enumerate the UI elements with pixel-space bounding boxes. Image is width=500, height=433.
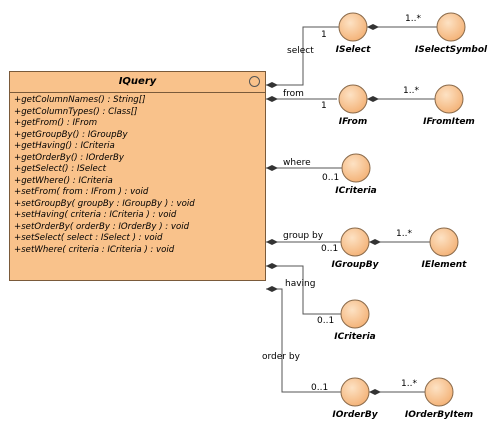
iselect-interface-icon[interactable]	[338, 12, 368, 42]
method-get-having: +getHaving() : ICriteria	[14, 141, 115, 151]
interface-marker-icon	[249, 76, 260, 87]
element-multiplicity: 1..*	[396, 229, 412, 239]
group-by-role-label: group by	[283, 231, 324, 241]
where-composition-diamond	[266, 165, 278, 171]
iorderbyitem-interface-icon[interactable]	[424, 377, 454, 407]
order-by-multiplicity: 0..1	[311, 383, 328, 393]
where-role-label: where	[283, 158, 311, 168]
order-by-composition-diamond	[266, 286, 278, 292]
iorderby-label: IOrderBy	[332, 410, 378, 420]
method-set-order-by: +setOrderBy( orderBy : IOrderBy ) : void	[14, 221, 190, 232]
select-multiplicity: 1	[321, 30, 327, 40]
iselectsymbol-interface-icon[interactable]	[436, 12, 466, 42]
method-set-group-by: +setGroupBy( groupBy : IGroupBy ) : void	[14, 198, 195, 209]
method-set-from: +setFrom( from : IFrom ) : void	[14, 187, 149, 197]
order-by-item-diamond	[369, 389, 381, 395]
having-multiplicity: 0..1	[317, 316, 334, 326]
icriteria-where-interface-icon[interactable]	[341, 153, 371, 183]
ifromitem-label: IFromItem	[423, 117, 475, 127]
order-by-item-multiplicity: 1..*	[401, 379, 417, 389]
group-by-multiplicity: 0..1	[321, 244, 338, 254]
iorderby-interface-icon[interactable]	[340, 377, 370, 407]
iquery-class-name: IQuery	[118, 76, 157, 87]
icriteria-where-label: ICriteria	[335, 186, 376, 196]
from-item-multiplicity: 1..*	[403, 86, 419, 96]
iorderbyitem-label: IOrderByItem	[405, 410, 473, 420]
icriteria-having-interface-icon[interactable]	[340, 299, 370, 329]
method-get-group-by: +getGroupBy() : IGroupBy	[14, 129, 128, 140]
from-item-diamond	[367, 96, 379, 102]
from-composition-diamond	[266, 96, 278, 102]
method-get-order-by: +getOrderBy() : IOrderBy	[14, 152, 125, 163]
select-composition-diamond	[266, 82, 278, 88]
ifrom-interface-icon[interactable]	[338, 84, 368, 114]
ifrom-label: IFrom	[339, 117, 368, 127]
method-get-select: +getSelect() : ISelect	[14, 164, 106, 174]
having-composition-diamond	[266, 263, 278, 269]
method-get-column-types: +getColumnTypes() : Class[]	[14, 106, 138, 117]
element-diamond	[369, 239, 381, 245]
select-role-label: select	[287, 46, 314, 56]
select-symbol-multiplicity: 1..*	[405, 14, 421, 24]
from-role-label: from	[283, 89, 304, 99]
iquery-class-box[interactable]: IQuery +getColumnNames() : String[] +get…	[9, 71, 266, 281]
method-set-select: +setSelect( select : ISelect ) : void	[14, 233, 163, 243]
having-association-line	[266, 265, 341, 315]
method-get-from: +getFrom() : IFrom	[14, 118, 98, 128]
method-set-having: +setHaving( criteria : ICriteria ) : voi…	[14, 210, 177, 220]
method-set-where: +setWhere( criteria : ICriteria ) : void	[14, 244, 175, 255]
icriteria-having-label: ICriteria	[334, 332, 375, 342]
ielement-interface-icon[interactable]	[429, 227, 459, 257]
select-association-line	[266, 26, 339, 86]
where-multiplicity: 0..1	[322, 173, 339, 183]
group-by-composition-diamond	[266, 239, 278, 245]
select-symbol-diamond	[367, 24, 379, 30]
method-get-where: +getWhere() : ICriteria	[14, 175, 113, 186]
iquery-method-list: +getColumnNames() : String[] +getColumnT…	[10, 93, 265, 256]
having-role-label: having	[285, 279, 315, 289]
igroupby-label: IGroupBy	[332, 260, 380, 270]
iquery-class-header: IQuery	[10, 72, 265, 93]
ifromitem-interface-icon[interactable]	[434, 84, 464, 114]
from-multiplicity: 1	[321, 101, 327, 111]
ielement-label: IElement	[422, 260, 468, 270]
igroupby-interface-icon[interactable]	[340, 227, 370, 257]
iselectsymbol-label: ISelectSymbol	[415, 45, 488, 55]
method-get-column-names: +getColumnNames() : String[]	[14, 95, 146, 105]
iselect-label: ISelect	[336, 45, 371, 55]
order-by-role-label: order by	[262, 352, 301, 362]
